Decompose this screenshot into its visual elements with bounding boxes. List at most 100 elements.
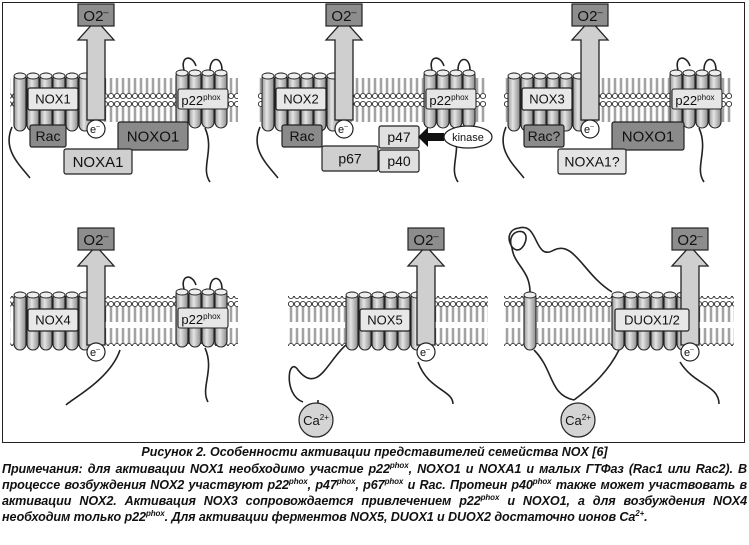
helix-top [188, 288, 202, 296]
electron-text: e– [684, 347, 694, 359]
p22phox-loop [676, 57, 691, 71]
peptide-chain [502, 126, 525, 179]
helix-top [611, 291, 625, 299]
calcium-ion: Ca2+ [560, 402, 596, 438]
helix-top [201, 288, 215, 296]
helix-top [39, 291, 53, 299]
p22phox-loop [457, 58, 471, 71]
p22phox-loop [182, 276, 197, 290]
superoxide-box [77, 227, 115, 251]
duox-extra-helix [523, 291, 537, 351]
superoxide-text: O2– [413, 231, 439, 249]
helix-top [313, 72, 327, 80]
helix-top [13, 291, 27, 299]
electron-circle [680, 342, 700, 362]
noxa1-subunit: NOXA1 [63, 148, 133, 175]
helix [345, 291, 359, 351]
helix-top [663, 291, 677, 299]
p40-subunit: p40 [378, 149, 420, 173]
helix-top [669, 69, 683, 77]
helix-top [201, 69, 215, 77]
p40-subunit-label: p40 [387, 153, 411, 169]
electron-circle [416, 342, 436, 362]
enzyme-name-label: NOX2 [283, 92, 318, 107]
note-text: также может участвовать в активации NOX2… [2, 478, 747, 508]
superoxide-box [325, 3, 363, 27]
enzyme-name-label: NOX1 [35, 92, 70, 107]
helix-top [708, 69, 722, 77]
rac-subunit-box [281, 124, 323, 148]
enzyme-name-box [275, 87, 327, 111]
enzyme-name: NOX5 [359, 308, 411, 332]
helix-top [559, 72, 573, 80]
superoxide-label: O2– [407, 227, 445, 251]
peptide-chain [679, 361, 720, 405]
helix-top [546, 72, 560, 80]
note-sup: phox [480, 492, 500, 502]
electron-text: e– [338, 124, 348, 136]
p22phox-loop [703, 58, 717, 71]
electron-transfer-arrow [324, 19, 364, 121]
note-text: , p47 [307, 478, 337, 492]
helix-top [214, 69, 228, 77]
note-text: и Rac. Протеин p40 [403, 478, 533, 492]
noxo1-subunit-box [611, 121, 685, 151]
p67-subunit: p67 [321, 145, 379, 172]
superoxide-label: O2– [77, 3, 115, 27]
p67-subunit-label: p67 [338, 151, 362, 167]
helix-top [188, 69, 202, 77]
rac-subunit: Rac? [523, 124, 565, 148]
helix-top [423, 69, 437, 77]
rac-subunit: Rac [281, 124, 323, 148]
note-text: , NOXO1 и NOXA1 и малых ГТФаз (Rac1 или … [2, 462, 747, 492]
electron-circle [580, 119, 600, 139]
helix [523, 291, 537, 351]
p22phox-text: p22phox [181, 93, 220, 108]
kinase-subunit: kinase [443, 125, 493, 149]
kinase-label: kinase [452, 132, 484, 144]
electron-transfer-arrow [570, 19, 610, 121]
electron: e– [334, 119, 354, 139]
helix-top [449, 69, 463, 77]
noxo1-subunit-label: NOXO1 [622, 128, 675, 145]
helix-top [520, 72, 534, 80]
superoxide-text: O2– [677, 231, 703, 249]
noxo1-subunit: NOXO1 [117, 121, 189, 151]
helix-top [371, 291, 385, 299]
electron: e– [680, 342, 700, 362]
helix-top [261, 72, 275, 80]
p22phox-box [671, 88, 723, 110]
note-text: . [644, 510, 648, 524]
helix-top [52, 72, 66, 80]
superoxide-label: O2– [325, 3, 363, 27]
helix-top [52, 291, 66, 299]
peptide-chain [8, 126, 31, 179]
p22phox-loop [430, 57, 445, 71]
peptide-chain [204, 347, 210, 403]
p22phox-box [177, 307, 229, 329]
p22phox-text: p22phox [429, 93, 468, 108]
calcium-text: Ca2+ [303, 413, 329, 428]
p22phox-box [425, 88, 477, 110]
rac-subunit-box [523, 124, 565, 148]
helix-top [300, 72, 314, 80]
electron-transfer-arrow [76, 245, 116, 346]
p22phox-label: p22phox [671, 88, 723, 110]
peptide-chain [65, 349, 121, 406]
helix-top [26, 72, 40, 80]
peptide-chain [204, 127, 211, 183]
helix-top [436, 69, 450, 77]
helix-top [358, 291, 372, 299]
helix-top [523, 291, 537, 299]
figure-frame [2, 2, 745, 443]
helix-top [175, 288, 189, 296]
note-sup: phox [532, 476, 552, 486]
superoxide-text: O2– [83, 7, 109, 25]
peptide-chain [573, 349, 620, 401]
note-sup: phox [288, 476, 308, 486]
peptide-chain [533, 349, 575, 401]
peptide-chain [417, 361, 454, 405]
enzyme-name: NOX2 [275, 87, 327, 111]
